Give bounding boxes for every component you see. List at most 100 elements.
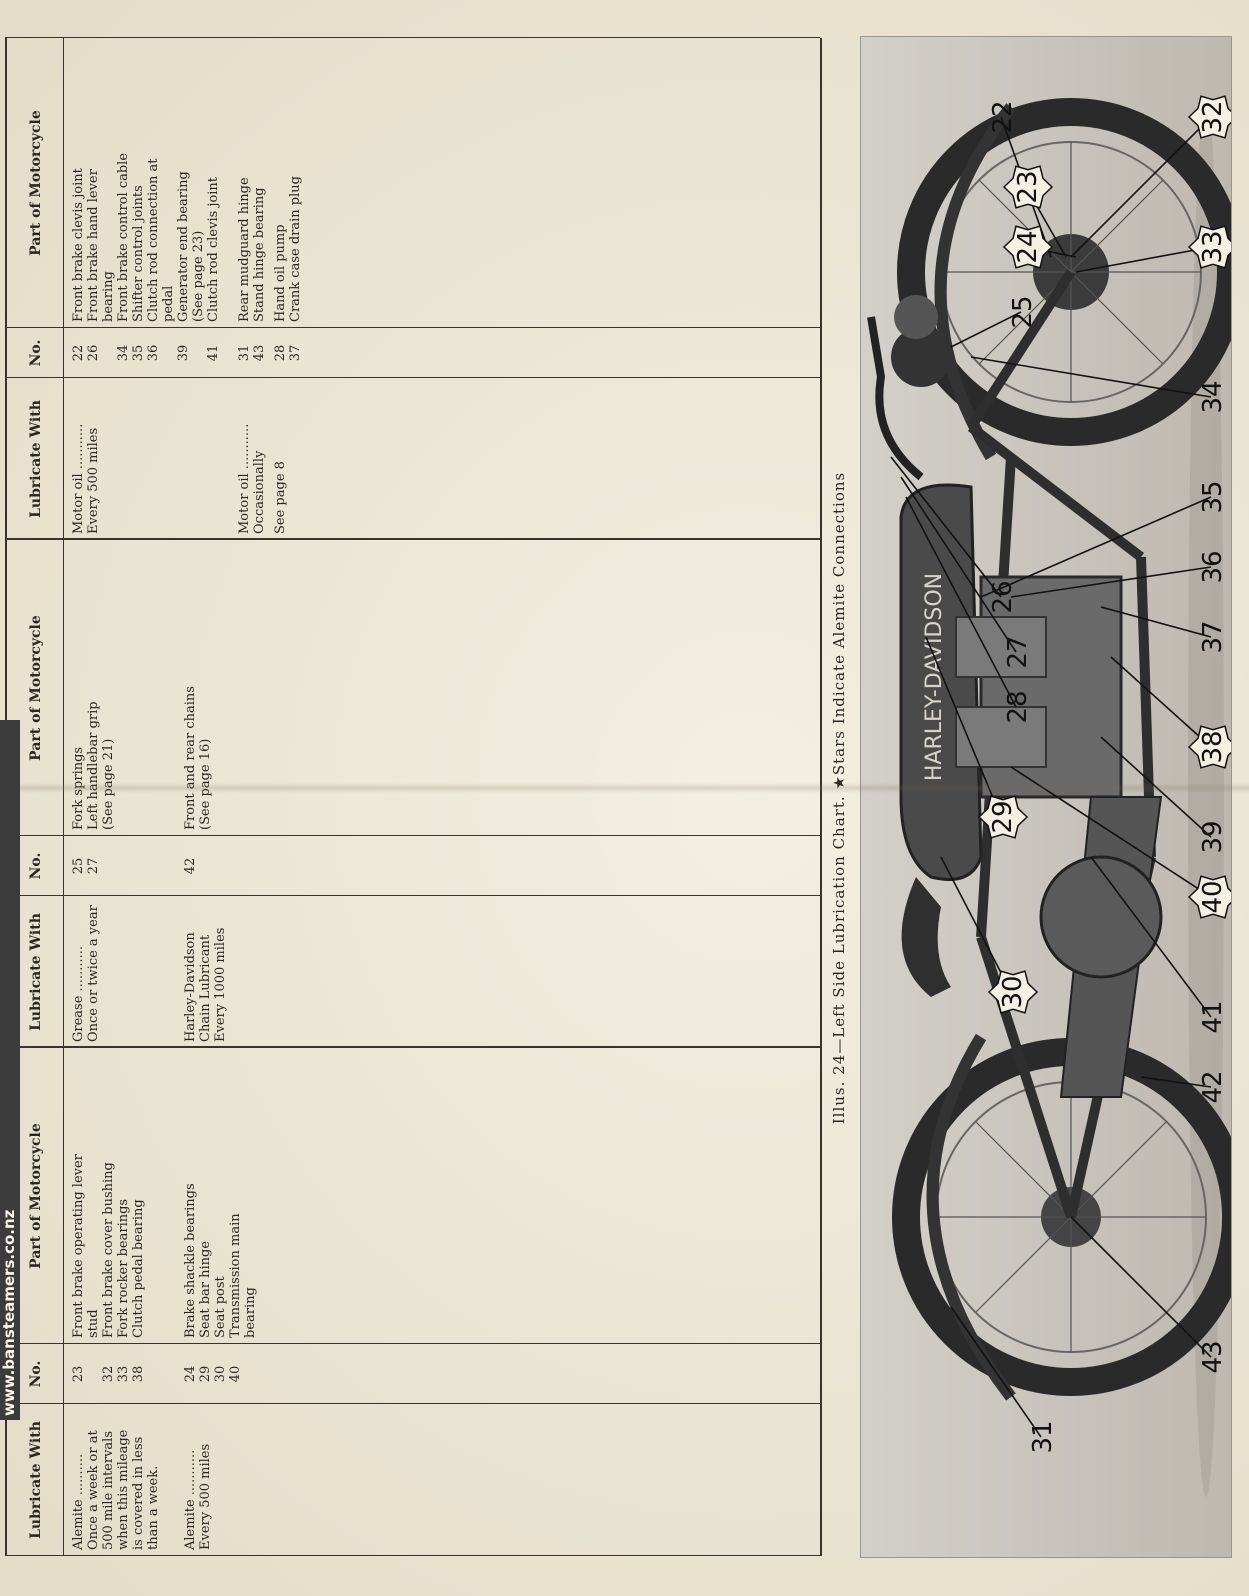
table-cell: Front brake cover bushing xyxy=(101,1162,116,1338)
column-divider xyxy=(5,538,820,540)
callout-leader-line xyxy=(1140,1076,1212,1088)
table-cell: Once or twice a year xyxy=(86,905,101,1042)
table-cell: Generator end bearing xyxy=(176,171,191,322)
column-divider xyxy=(5,1343,820,1344)
callout-number: 24 xyxy=(1013,230,1043,263)
table-cell: Front brake control cable xyxy=(116,152,131,322)
starred-callout-40: 40 xyxy=(1010,766,1231,919)
table-cell: 36 xyxy=(146,344,161,362)
callout-number: 27 xyxy=(1003,635,1033,668)
callout-leader-line xyxy=(1010,766,1212,898)
callout-number: 43 xyxy=(1198,1340,1228,1373)
callout-layer: 2225262728313435363739414243232429303233… xyxy=(890,95,1231,1454)
table-cell: 31 xyxy=(237,344,252,362)
callout-number: 32 xyxy=(1198,100,1228,133)
callout-leader-line xyxy=(940,856,1012,993)
alemite-star-icon xyxy=(1187,725,1231,769)
callout-number: 23 xyxy=(1013,170,1043,203)
table-cell: than a week. xyxy=(146,1465,161,1550)
table-cell: Every 1000 miles xyxy=(213,927,228,1042)
callout-leader-line xyxy=(950,1306,1042,1438)
table-cell: 32 xyxy=(101,1365,116,1383)
callout-leader-line xyxy=(1070,116,1212,258)
table-cell: See page 8 xyxy=(273,461,288,534)
callout-42: 42 xyxy=(1140,1070,1228,1104)
callout-leader-line xyxy=(1070,1216,1212,1358)
callout-leader-line xyxy=(900,476,1017,653)
starred-callout-29: 29 xyxy=(925,636,1029,839)
callout-leader-line xyxy=(970,356,1212,398)
callout-35: 35 xyxy=(980,480,1228,598)
table-cell: Occasionally xyxy=(252,450,267,534)
table-cell: 43 xyxy=(252,344,267,362)
table-cell: Every 500 miles xyxy=(198,1443,213,1550)
callout-number: 41 xyxy=(1198,1000,1228,1033)
table-cell: Transmission main xyxy=(228,1213,243,1338)
table-cell: Motor oil ........... xyxy=(71,423,86,534)
table-cell: Alemite ........... xyxy=(183,1449,198,1550)
table-cell: stud xyxy=(86,1309,101,1338)
callout-number: 40 xyxy=(1198,880,1228,913)
column-divider xyxy=(5,327,820,328)
callout-31: 31 xyxy=(950,1306,1058,1454)
table-cell: 26 xyxy=(86,344,101,362)
watermark: www.bansteamers.co.nz xyxy=(0,720,20,1420)
figure-caption: Illus. 24—Left Side Lubrication Chart. ★… xyxy=(830,471,848,1125)
table-cell: Front brake hand lever xyxy=(86,169,101,322)
callout-number: 42 xyxy=(1198,1070,1228,1103)
table-cell: 40 xyxy=(228,1365,243,1383)
table-cell: 29 xyxy=(198,1365,213,1383)
alemite-star-icon xyxy=(987,970,1039,1014)
table-cell: Grease ........... xyxy=(71,946,86,1042)
alemite-star-icon xyxy=(1002,225,1054,269)
callout-leader-line xyxy=(890,456,1002,598)
table-cell: 34 xyxy=(116,344,131,362)
table-cell: when this mileage xyxy=(116,1429,131,1550)
column-header: No. xyxy=(28,852,44,880)
callout-43: 43 xyxy=(1070,1216,1228,1374)
starred-callout-23: 23 xyxy=(1002,165,1067,258)
table-cell: Clutch pedal bearing xyxy=(131,1199,146,1338)
callout-number: 31 xyxy=(1028,1420,1058,1453)
callout-number: 29 xyxy=(988,800,1018,833)
callout-number: 39 xyxy=(1198,820,1228,853)
callout-leader-line xyxy=(925,636,1002,818)
callout-number: 36 xyxy=(1198,550,1228,583)
column-divider xyxy=(5,895,820,896)
callout-leader-line xyxy=(1010,566,1212,598)
table-cell: Seat bar hinge xyxy=(198,1240,213,1338)
table-cell: Motor oil ........... xyxy=(237,423,252,534)
table-cell: Chain Lubricant xyxy=(198,934,213,1042)
callout-41: 41 xyxy=(1090,856,1228,1034)
table-cell: Clutch rod connection at xyxy=(146,158,161,323)
table-cell: 41 xyxy=(206,344,221,362)
table-cell: (See page 23) xyxy=(191,230,206,322)
table-border xyxy=(820,38,822,1556)
callout-leader-line xyxy=(1075,246,1212,273)
column-divider xyxy=(5,377,820,378)
table-cell: 42 xyxy=(183,857,198,875)
page-fold xyxy=(0,783,1249,793)
table-cell: 28 xyxy=(273,344,288,362)
column-header: Lubricate With xyxy=(28,913,44,1031)
column-divider xyxy=(5,835,820,836)
table-cell: 27 xyxy=(86,857,101,875)
table-cell: Front brake operating lever xyxy=(71,1154,86,1338)
column-header: Part of Motorcycle xyxy=(28,110,44,256)
alemite-star-icon xyxy=(977,795,1029,839)
table-cell: 500 mile intervals xyxy=(101,1431,116,1550)
starred-callout-33: 33 xyxy=(1075,225,1231,273)
table-cell: Shifter control joints xyxy=(131,185,146,322)
callout-39: 39 xyxy=(1100,736,1228,854)
table-cell: bearing xyxy=(101,271,116,322)
table-cell: Hand oil pump xyxy=(273,224,288,322)
table-border xyxy=(5,37,820,38)
callout-number: 37 xyxy=(1198,620,1228,653)
callout-leader-line xyxy=(1090,856,1212,1018)
starred-callout-38: 38 xyxy=(1110,656,1231,769)
column-header: Lubricate With xyxy=(28,1421,44,1539)
callout-37: 37 xyxy=(1100,606,1228,654)
